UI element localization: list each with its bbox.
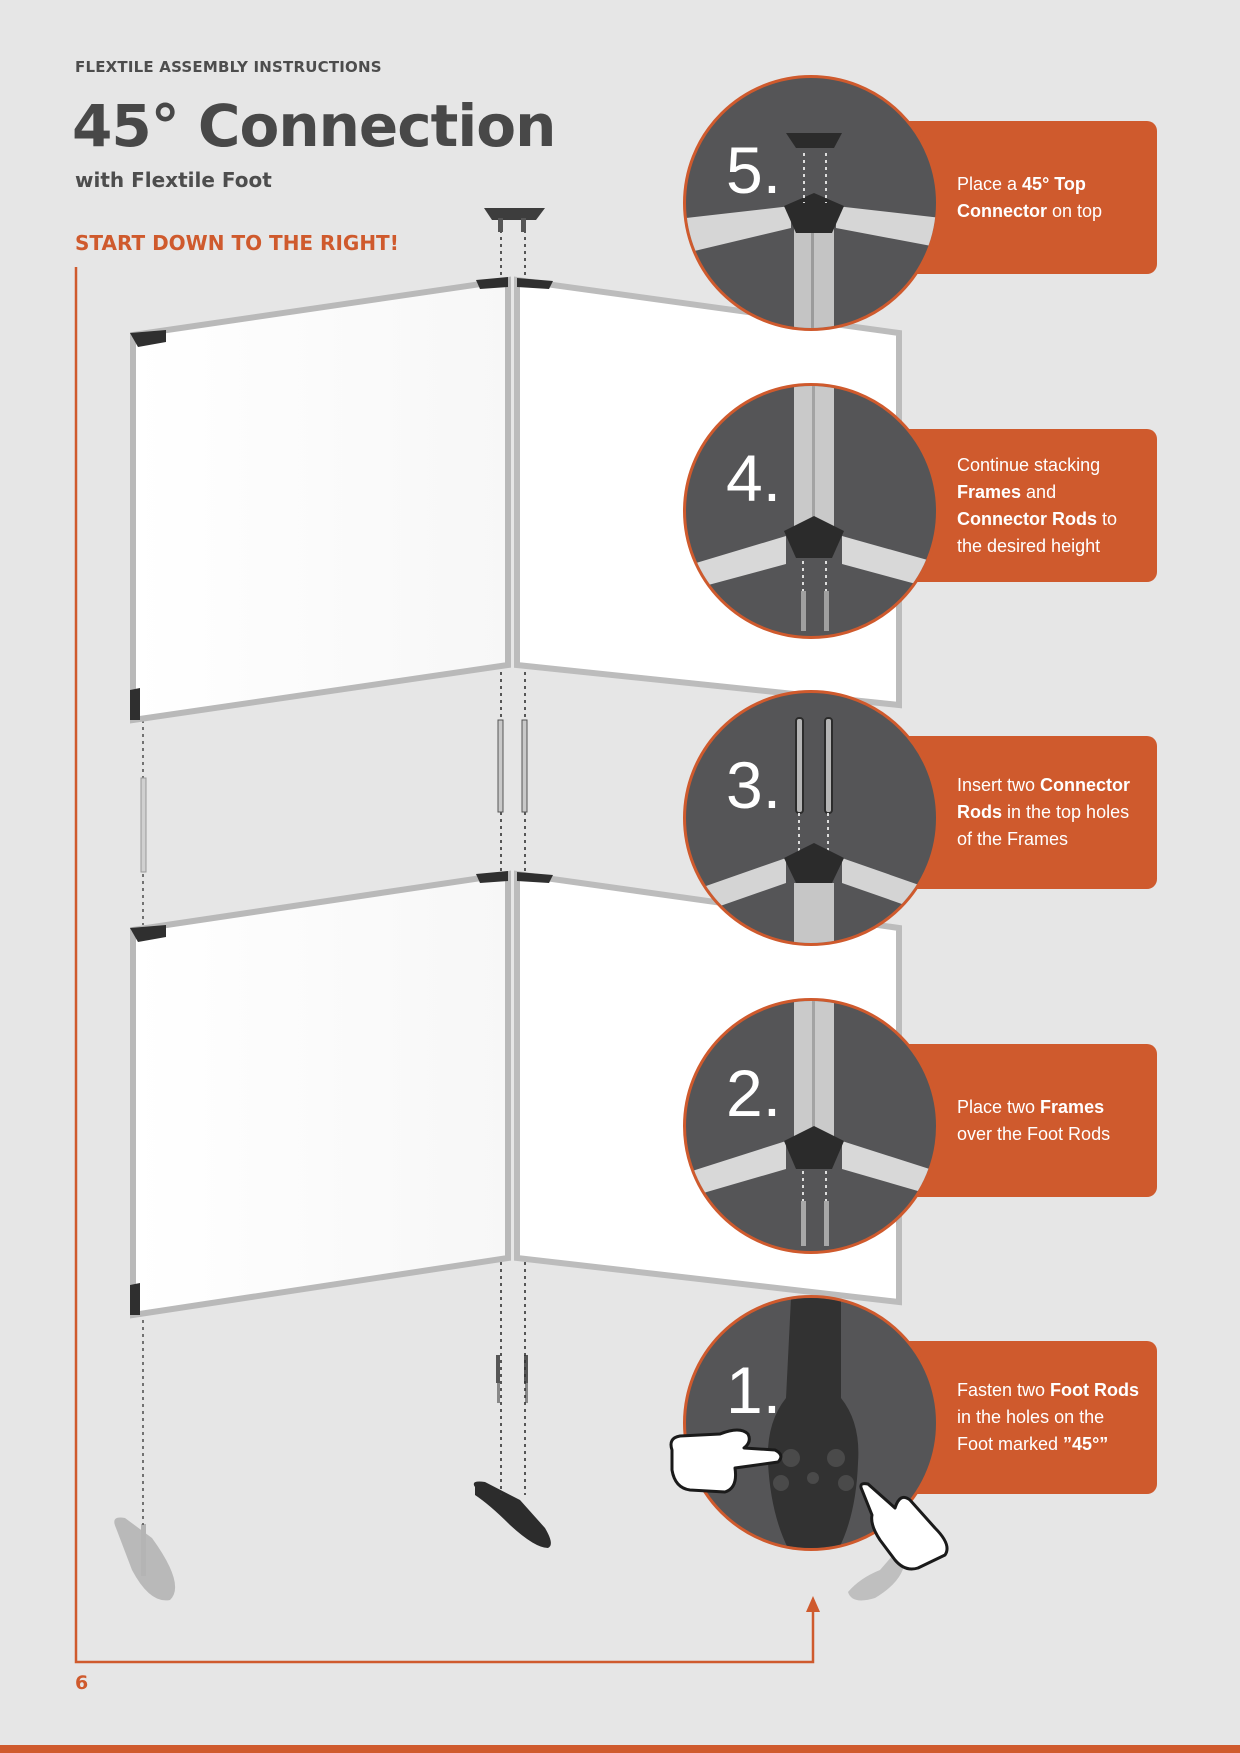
step-3-number: 3. <box>726 748 782 822</box>
step-1-text: Fasten two Foot Rods in the holes on the… <box>957 1380 1140 1454</box>
center-foot <box>473 1355 551 1548</box>
step-4-number: 4. <box>726 441 782 515</box>
page-title: 45° Connection <box>72 92 556 160</box>
step-2-text: Place two Frames over the Foot Rods <box>957 1096 1111 1144</box>
step-3: Insert two Connector Rods in the top hol… <box>683 690 1157 950</box>
connector-rods-middle <box>140 719 528 873</box>
upper-left-frame <box>130 276 511 724</box>
step-4-image: 4. <box>683 383 939 639</box>
step-3-image: 3. <box>683 690 939 946</box>
direction-arrow <box>74 267 820 1664</box>
step-5-image: 5. <box>683 75 939 331</box>
step-4-text: Continue stacking Frames and Connector R… <box>957 454 1118 556</box>
step-2: Place two Frames over the Foot Rods 2. <box>683 998 1157 1258</box>
step-1-image: 1. <box>683 1295 939 1551</box>
bottom-accent-bar <box>0 1745 1240 1753</box>
top-connector-part <box>484 208 545 232</box>
step-2-image: 2. <box>683 998 939 1254</box>
page-number: 6 <box>75 1672 89 1694</box>
page-subtitle: with Flextile Foot <box>75 168 272 192</box>
start-instruction-label: START DOWN TO THE RIGHT! <box>75 231 399 255</box>
right-foot-ghost <box>848 1550 905 1601</box>
lower-left-frame <box>130 870 511 1319</box>
step-2-number: 2. <box>726 1056 782 1130</box>
step-5: Place a 45° Top Connector on top 5. <box>683 75 1157 335</box>
step-5-text: Place a 45° Top Connector on top <box>957 173 1103 221</box>
step-1-number: 1. <box>726 1353 782 1427</box>
step-4: Continue stacking Frames and Connector R… <box>683 383 1157 643</box>
left-foot-ghost <box>114 1517 176 1601</box>
document-header-label: FLEXTILE ASSEMBLY INSTRUCTIONS <box>75 58 382 76</box>
step-5-number: 5. <box>726 133 782 207</box>
step-1: Fasten two Foot Rods in the holes on the… <box>683 1295 1157 1555</box>
step-3-text: Insert two Connector Rods in the top hol… <box>957 775 1131 849</box>
